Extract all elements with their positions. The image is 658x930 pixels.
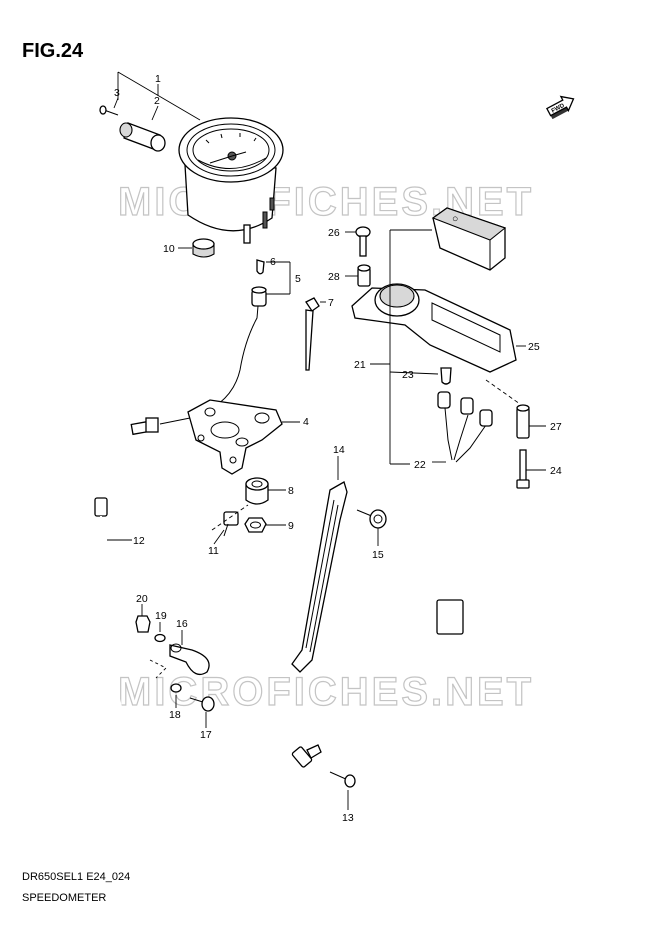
screw-cable bbox=[329, 771, 356, 788]
bolt-washer bbox=[356, 509, 387, 529]
speedometer-gauge bbox=[178, 117, 284, 244]
callout-9: 9 bbox=[288, 520, 294, 532]
callout-25: 25 bbox=[528, 341, 540, 353]
callout-3: 3 bbox=[114, 87, 120, 99]
callout-22: 22 bbox=[414, 459, 426, 471]
callout-13: 13 bbox=[342, 812, 354, 824]
collar bbox=[244, 517, 267, 533]
callout-2: 2 bbox=[154, 95, 160, 107]
callout-4: 4 bbox=[303, 416, 309, 428]
indicator-housing bbox=[351, 283, 517, 373]
callout-11: 11 bbox=[208, 545, 219, 557]
watermark-bottom: MICROFICHES.NET bbox=[118, 670, 534, 714]
callout-20: 20 bbox=[136, 593, 148, 605]
meter-bracket bbox=[187, 399, 283, 475]
figure-title: FIG.24 bbox=[22, 40, 84, 62]
callout-1: 1 bbox=[155, 73, 161, 85]
callout-17: 17 bbox=[200, 729, 212, 741]
trip-knob bbox=[119, 122, 166, 152]
callout-27: 27 bbox=[550, 421, 562, 433]
callout-28: 28 bbox=[328, 271, 340, 283]
spacer-collar bbox=[357, 264, 371, 287]
callout-12: 12 bbox=[133, 535, 145, 547]
callout-5: 5 bbox=[295, 273, 301, 285]
callout-18: 18 bbox=[169, 709, 181, 721]
clamp-hardware bbox=[135, 615, 215, 712]
callout-16: 16 bbox=[176, 618, 188, 630]
indicator-lens: ○ bbox=[431, 207, 507, 271]
fwd-arrow-icon: FWD bbox=[545, 95, 575, 120]
bulb-small bbox=[256, 259, 265, 275]
callout-21: 21 bbox=[354, 359, 366, 371]
bolt-long bbox=[516, 449, 530, 489]
socket-harness bbox=[436, 391, 493, 635]
callout-10: 10 bbox=[163, 243, 175, 255]
lens-mark: ○ bbox=[452, 213, 458, 225]
callout-19: 19 bbox=[155, 610, 167, 622]
screw-small bbox=[99, 105, 119, 116]
grommet bbox=[245, 477, 269, 505]
section-name: SPEEDOMETER bbox=[22, 892, 107, 904]
callout-7: 7 bbox=[328, 297, 334, 309]
cushion-cap bbox=[192, 238, 215, 258]
wire-bracket bbox=[291, 481, 348, 673]
leader-lines bbox=[107, 71, 546, 810]
bolt-bracket bbox=[211, 504, 249, 537]
callout-24: 24 bbox=[550, 465, 562, 477]
callout-14: 14 bbox=[333, 444, 345, 456]
callout-15: 15 bbox=[372, 549, 384, 561]
screw-housing bbox=[355, 226, 371, 257]
spacer-long bbox=[485, 379, 530, 439]
callout-23: 23 bbox=[402, 369, 414, 381]
speedometer-cable bbox=[94, 497, 322, 829]
bulb-indicator bbox=[440, 367, 452, 385]
callout-6: 6 bbox=[270, 256, 276, 268]
callout-26: 26 bbox=[328, 227, 340, 239]
callout-labels: 1 2 3 4 5 6 7 8 9 10 11 12 13 14 15 16 1… bbox=[114, 73, 562, 824]
cable-tie bbox=[305, 297, 320, 371]
callout-8: 8 bbox=[288, 485, 294, 497]
model-code: DR650SEL1 E24_024 bbox=[22, 871, 131, 883]
